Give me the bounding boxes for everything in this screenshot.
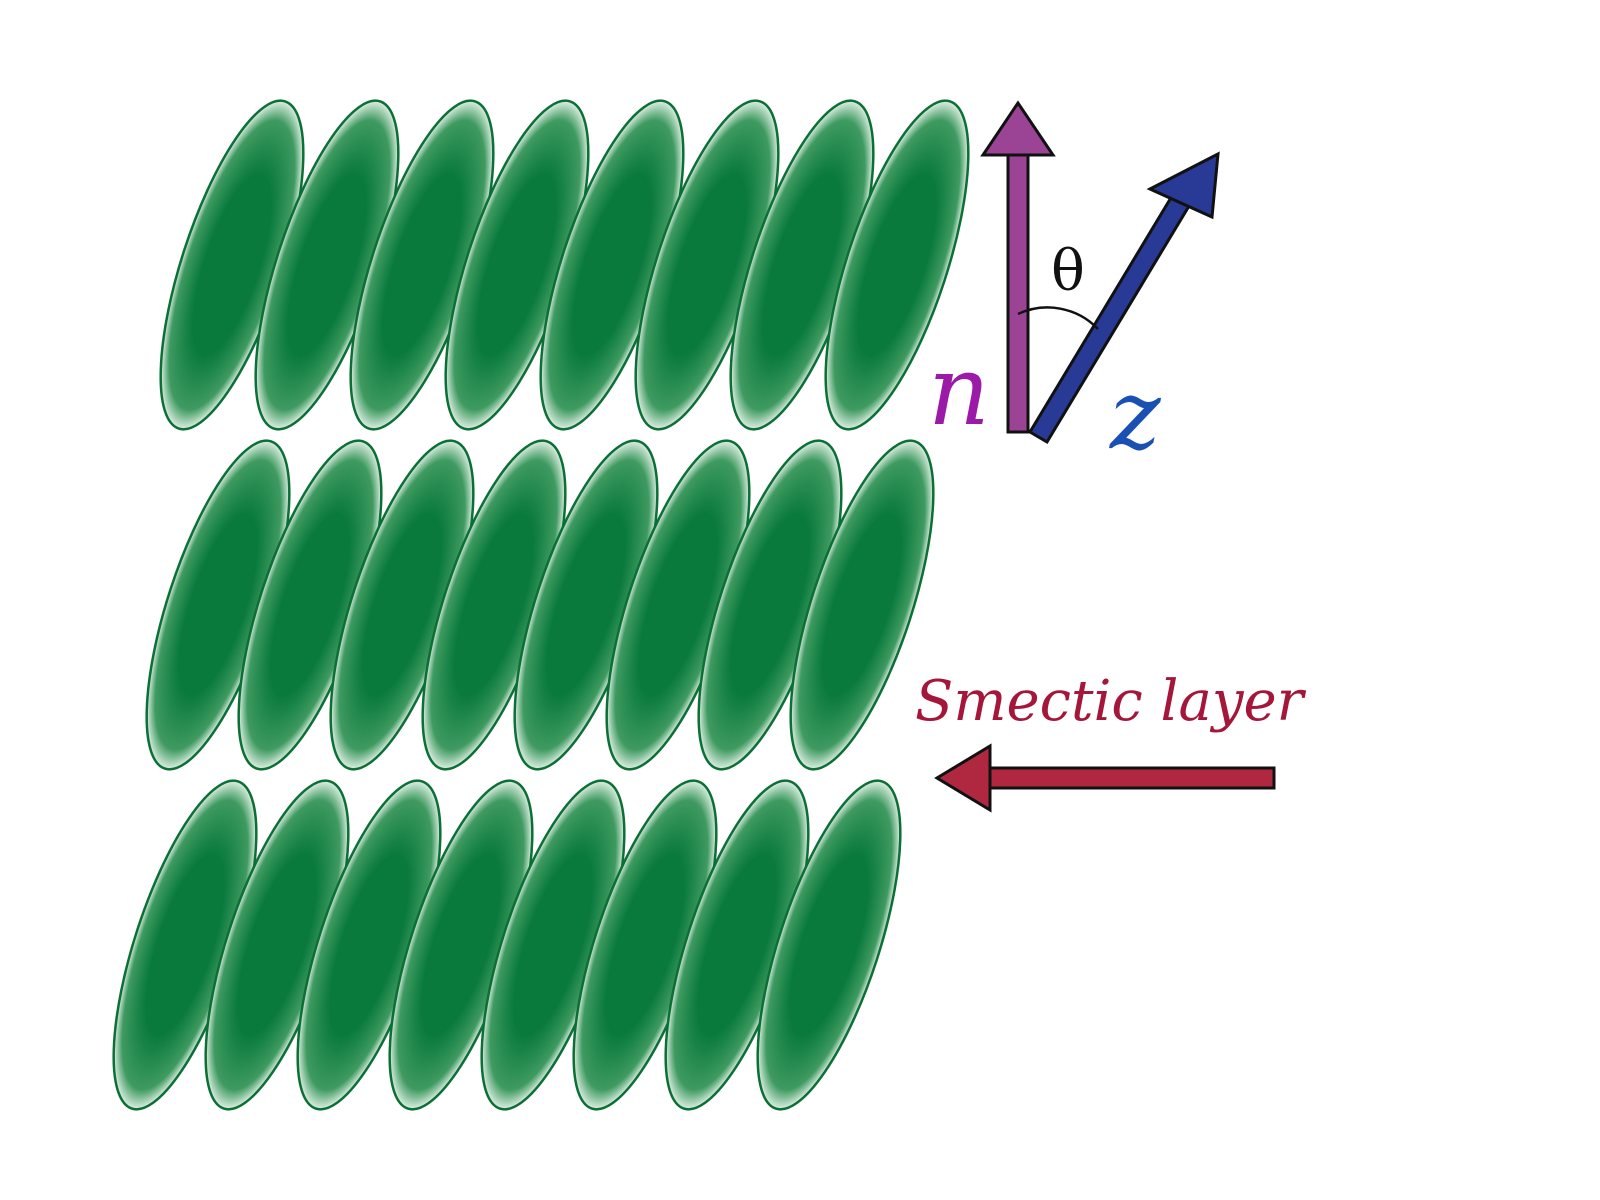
- molecule: [756, 779, 902, 1111]
- smectic-layer-arrow: [934, 743, 1276, 813]
- z-label: z: [1109, 359, 1162, 471]
- smectic-layer-label: Smectic layer: [915, 669, 1307, 734]
- layer-normal-arrow: [980, 100, 1056, 434]
- director-arrow: [1027, 151, 1220, 445]
- n-label: n: [928, 335, 990, 447]
- tilt-angle-arc: [1017, 306, 1099, 330]
- smectic-layer-1: [159, 99, 970, 431]
- molecule: [789, 439, 935, 771]
- smectic-layer-3: [112, 779, 902, 1111]
- smectic-layer-2: [145, 439, 935, 771]
- theta-label: θ: [1051, 239, 1085, 304]
- molecule: [824, 99, 970, 431]
